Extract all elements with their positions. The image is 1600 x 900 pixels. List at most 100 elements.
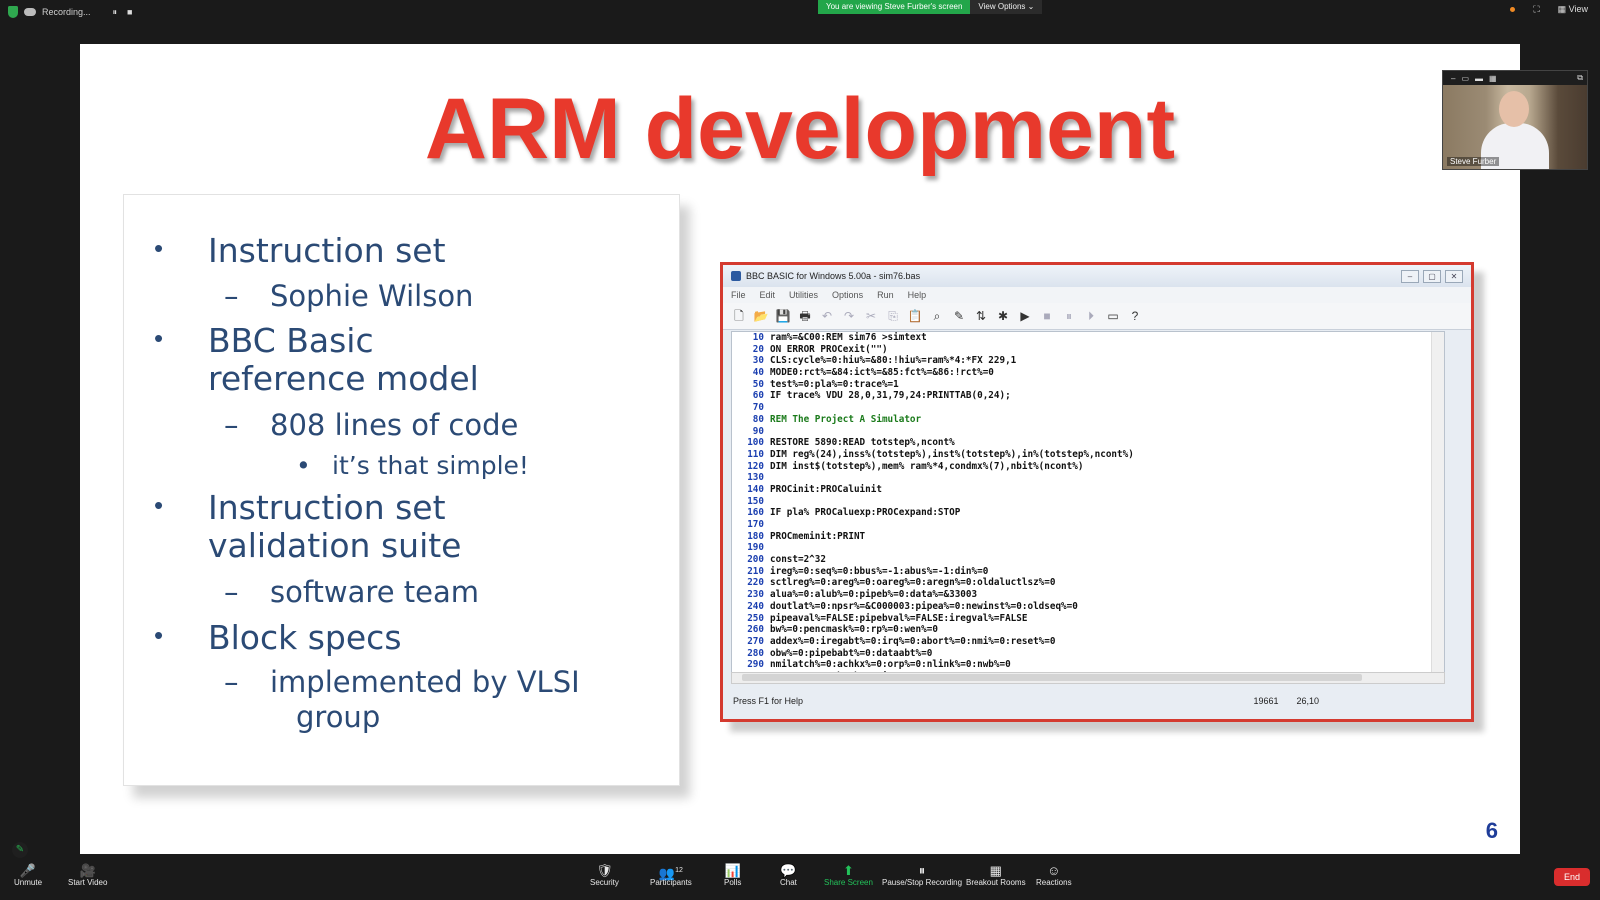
view-options-button[interactable]: View Options ⌄ (970, 0, 1043, 14)
copy-icon[interactable]: ⎘ (888, 309, 898, 323)
annotate-pen-icon[interactable]: ✎ (12, 842, 28, 858)
open-folder-icon[interactable]: 📂 (753, 309, 769, 323)
replace-icon[interactable]: ✎ (953, 309, 965, 323)
line-number: 220 (747, 577, 764, 589)
line-number: 240 (747, 600, 764, 612)
participants-icon: 👥12 (659, 863, 683, 880)
code-text: ireg%=0:seq%=0:bbus%=-1:abus%=-1:din%=0 (770, 565, 989, 577)
unmute-label: Unmute (14, 878, 43, 887)
window-titlebar[interactable]: BBC BASIC for Windows 5.00a - sim76.bas … (723, 265, 1471, 287)
breakout-rooms-icon: ▦ (989, 863, 1002, 878)
video-layout-alt-icon[interactable]: ▬ (1475, 73, 1484, 83)
compile-icon[interactable]: ✱ (997, 309, 1009, 323)
close-icon[interactable]: ✕ (1445, 269, 1463, 283)
pause-icon[interactable]: ⏸ (1065, 309, 1072, 323)
dash: – (224, 575, 239, 609)
video-layout-icon[interactable]: ▭ (1461, 73, 1470, 83)
paste-icon[interactable]: 📋 (907, 309, 923, 323)
menu-run[interactable]: Run (877, 290, 894, 300)
find-icon[interactable]: ⌕ (933, 309, 941, 323)
start-video-button[interactable]: 🎥 Start Video (68, 863, 107, 887)
slide-page-number: 6 (1485, 818, 1498, 843)
line-number: 50 (752, 378, 764, 390)
fullscreen-icon[interactable]: ⛶ (1533, 4, 1540, 14)
menu-help[interactable]: Help (907, 290, 927, 300)
view-button[interactable]: ▦ View (1557, 4, 1588, 14)
video-person-body (1481, 123, 1549, 169)
stop-recording-icon[interactable]: ■ (127, 7, 133, 17)
code-text: addex%=0:iregabt%=0:irq%=0:abort%=0:nmi%… (770, 635, 1056, 647)
redo-icon[interactable]: ↷ (843, 309, 855, 323)
reactions-label: Reactions (1036, 878, 1072, 887)
save-icon[interactable]: 💾 (775, 309, 791, 323)
pop-out-icon[interactable]: ⧉ (1577, 73, 1583, 82)
menu-utilities[interactable]: Utilities (789, 290, 819, 300)
pause-stop-recording-button[interactable]: ⏸ Pause/Stop Recording (882, 863, 962, 887)
new-file-icon[interactable]: 🗋 (734, 309, 744, 323)
code-text: nmilatch%=0:achkx%=0:orp%=0:nlink%=0:nwb… (770, 659, 1011, 671)
line-number: 10 (752, 332, 764, 343)
line-number: 150 (747, 495, 764, 507)
polls-button[interactable]: 📊 Polls (724, 863, 741, 887)
vertical-scrollbar[interactable] (1431, 332, 1444, 672)
bullet-text: Instruction set (208, 231, 446, 270)
security-button[interactable]: 🛡 Security (590, 863, 619, 887)
gallery-icon[interactable]: ▦ (1489, 73, 1497, 83)
cut-icon[interactable]: ✂ (865, 309, 877, 323)
menu-options[interactable]: Options (832, 290, 864, 300)
context-help-icon[interactable]: ? (1131, 309, 1139, 323)
line-number: 70 (752, 402, 764, 414)
line-number: 300 (732, 671, 764, 672)
stop-icon[interactable]: ■ (1043, 309, 1051, 323)
horizontal-scrollbar[interactable] (731, 672, 1445, 684)
bullet-text: Sophie Wilson (270, 279, 474, 313)
minimize-icon[interactable]: – (1401, 269, 1419, 283)
chat-button[interactable]: 💬 Chat (780, 863, 797, 887)
share-screen-button[interactable]: ⬆ Share Screen (824, 863, 873, 887)
shield-icon: 🛡 (596, 863, 613, 878)
dash: – (224, 279, 239, 313)
print-icon[interactable]: 🖶 (799, 309, 811, 323)
unmute-button[interactable]: 🎤 Unmute (14, 863, 42, 887)
code-text: RESTORE 5890:READ totstep%,ncont% (770, 437, 955, 449)
code-line: 130 (732, 472, 1444, 484)
end-meeting-button[interactable]: End (1554, 868, 1590, 886)
run-icon[interactable]: ▶ (1020, 309, 1030, 323)
undo-icon[interactable]: ↶ (821, 309, 833, 323)
participant-name: Steve Furber (1447, 157, 1500, 166)
bullet-dot: • (154, 323, 164, 353)
code-text: sctlreg%=0:areg%=0:oareg%=0:aregn%=0:old… (770, 577, 1056, 589)
shield-icon[interactable] (8, 6, 18, 18)
meeting-toolbar: 🎤 Unmute 🎥 Start Video 🛡 Security 👥12 Pa… (0, 858, 1600, 900)
scrollbar-thumb[interactable] (742, 674, 1362, 681)
minimize-video-icon[interactable]: – (1451, 73, 1456, 83)
line-number: 290 (747, 659, 764, 671)
menu-edit[interactable]: Edit (759, 290, 776, 300)
renumber-icon[interactable]: ⇅ (975, 309, 987, 323)
reactions-button[interactable]: ☺ Reactions (1036, 863, 1072, 887)
breakout-rooms-button[interactable]: ▦ Breakout Rooms (966, 863, 1026, 887)
chat-label: Chat (780, 878, 797, 887)
immediate-mode-icon[interactable]: ▭ (1107, 309, 1119, 323)
maximize-icon[interactable]: ▢ (1423, 269, 1441, 283)
view-label: View (1568, 4, 1588, 14)
line-number: 20 (752, 343, 764, 355)
window-statusbar: Press F1 for Help 19661 26,10 (727, 693, 1469, 709)
chat-icon: 💬 (780, 863, 797, 878)
code-text: DIM inst$(totstep%),mem% ram%*4,condmx%(… (770, 460, 1084, 472)
share-screen-label: Share Screen (824, 878, 873, 887)
step-icon[interactable]: ⏵ (1087, 309, 1094, 323)
bullet-text: implemented by VLSI (270, 665, 580, 699)
speaker-video-thumbnail[interactable]: – ▭ ▬ ▦ ⧉ Steve Furber (1442, 70, 1588, 170)
bullet-list-box: • Instruction set – Sophie Wilson • BBC … (123, 194, 680, 786)
participants-button[interactable]: 👥12 Participants (650, 863, 692, 887)
window-toolbar: 🗋 📂 💾 🖶 ↶ ↷ ✂ ⎘ 📋 ⌕ ✎ ⇅ ✱ ▶ ■ ⏸ ⏵ ▭ ? (723, 303, 1471, 330)
menu-file[interactable]: File (731, 290, 746, 300)
pause-recording-icon[interactable]: ⏸ (112, 6, 118, 17)
